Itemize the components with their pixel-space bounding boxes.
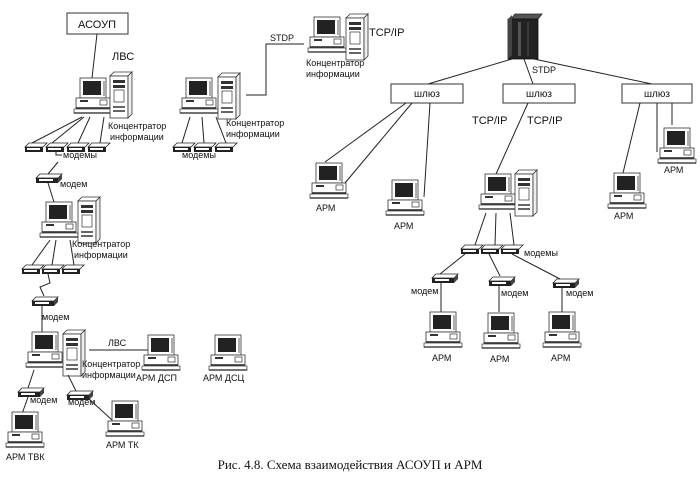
- stdp-left-label: STDP: [270, 33, 294, 43]
- arm-r3-workstation-icon: [542, 311, 582, 348]
- modem-icon: [24, 142, 48, 153]
- tcpip-top-label: TCP/IP: [369, 27, 404, 39]
- arm-r1-label: АРМ: [432, 353, 451, 363]
- gateway-2-label: шлюз: [526, 89, 552, 100]
- arm-dsc-label: АРМ ДСЦ: [203, 373, 244, 383]
- asoup-label: АСОУП: [78, 19, 116, 31]
- server-tower-icon: [217, 72, 241, 120]
- arm-tk-label: АРМ ТК: [106, 440, 139, 450]
- asoup-box: [66, 12, 129, 35]
- modem-r1-icon: [431, 273, 459, 284]
- modem-2-icon: [31, 296, 59, 307]
- arm-g1-a-label: АРМ: [316, 203, 335, 213]
- concentrator-1: [73, 71, 133, 119]
- arm-dsp-label: АРМ ДСП: [136, 373, 177, 383]
- modem-1-label: модем: [60, 179, 87, 189]
- workstation-icon: [39, 201, 79, 238]
- lvs-top-label: ЛВС: [112, 51, 134, 63]
- figure-caption: Рис. 4.8. Схема взаимодействия АСОУП и А…: [218, 457, 483, 472]
- concentrator-1-label-2: информации: [110, 132, 164, 142]
- modem-icon: [214, 142, 238, 153]
- modem-icon: [460, 244, 484, 255]
- workstation-icon: [25, 331, 65, 368]
- concentrator-3: [25, 329, 86, 377]
- modem-r1-label: модем: [411, 286, 438, 296]
- gateway-1-label: шлюз: [414, 89, 440, 100]
- concentrator-5-label-2: информации: [306, 69, 360, 79]
- stdp-server-label: STDP: [532, 65, 556, 75]
- workstation-icon: [478, 173, 518, 210]
- concentrator-2: [39, 196, 101, 244]
- arm-g1-b-workstation-icon: [385, 179, 425, 216]
- concentrator-5-label-1: Концентратор: [306, 58, 364, 68]
- modem-bank-2: [21, 264, 85, 275]
- modem-2-label: модем: [42, 312, 69, 322]
- concentrator-4: [179, 72, 241, 120]
- arm-g3-b-workstation-icon: [657, 127, 697, 164]
- modem-r2-icon: [488, 276, 516, 287]
- server-tower-icon: [109, 71, 133, 119]
- modem-r3-label: модем: [566, 288, 593, 298]
- concentrator-5: [307, 13, 369, 61]
- arm-r2-workstation-icon: [481, 312, 521, 349]
- arm-tvk-label: АРМ ТВК: [6, 452, 45, 462]
- modems-4-label: модемы: [182, 150, 216, 160]
- workstation-icon: [307, 16, 347, 53]
- concentrator-2-label-2: информации: [74, 250, 128, 260]
- modem-tvk-label: модем: [30, 395, 57, 405]
- asoup-link: [91, 33, 98, 79]
- modems-right-label: модемы: [524, 248, 558, 258]
- concentrator-3-label-1: Концентратор: [82, 359, 140, 369]
- arm-tvk-workstation-icon: [5, 411, 45, 448]
- concentrator-right: [478, 169, 538, 217]
- arm-g3-b-label: АРМ: [664, 165, 683, 175]
- workstation-icon: [179, 77, 219, 114]
- modem-bank-right: [460, 244, 524, 255]
- tcpip-left-label: TCP/IP: [472, 115, 507, 127]
- arm-dsc-workstation-icon: [208, 334, 248, 371]
- arm-g3-a-label: АРМ: [614, 211, 633, 221]
- modem-r3-icon: [552, 278, 580, 289]
- concentrator-2-label-1: Концентратор: [72, 239, 130, 249]
- concentrator-1-label-1: Концентратор: [108, 121, 166, 131]
- modem-icon: [500, 244, 524, 255]
- modem-icon: [41, 264, 65, 275]
- modem-icon: [21, 264, 45, 275]
- arm-r2-label: АРМ: [490, 354, 509, 364]
- arm-r1-workstation-icon: [423, 311, 463, 348]
- modem-icon: [61, 264, 85, 275]
- modem-icon: [480, 244, 504, 255]
- modem-r2-label: модем: [501, 288, 528, 298]
- modem-1-icon: [35, 173, 63, 184]
- arm-g3-a-workstation-icon: [607, 172, 647, 209]
- arm-r3-label: АРМ: [551, 353, 570, 363]
- gateway-2: [502, 83, 576, 104]
- modems-1-label: модемы: [63, 150, 97, 160]
- arm-tk-workstation-icon: [105, 400, 145, 437]
- lvs-bottom-label: ЛВС: [108, 338, 127, 348]
- server-tower-icon: [77, 196, 101, 244]
- server-tower-icon: [514, 169, 538, 217]
- server-tower-icon: [345, 13, 369, 61]
- concentrator-4-label-2: информации: [226, 129, 280, 139]
- central-server-icon: [507, 13, 543, 60]
- concentrator-4-label-1: Концентратор: [226, 118, 284, 128]
- workstation-icon: [73, 77, 113, 114]
- arm-g1-b-label: АРМ: [394, 221, 413, 231]
- concentrator-3-label-2: информации: [82, 370, 136, 380]
- gateway-3-label: шлюз: [644, 89, 670, 100]
- arm-dsp-workstation-icon: [141, 334, 181, 371]
- tcpip-right-label: TCP/IP: [527, 115, 562, 127]
- arm-g1-a-workstation-icon: [309, 162, 349, 199]
- modem-tk-label: модем: [68, 397, 95, 407]
- gateway-1: [390, 83, 464, 104]
